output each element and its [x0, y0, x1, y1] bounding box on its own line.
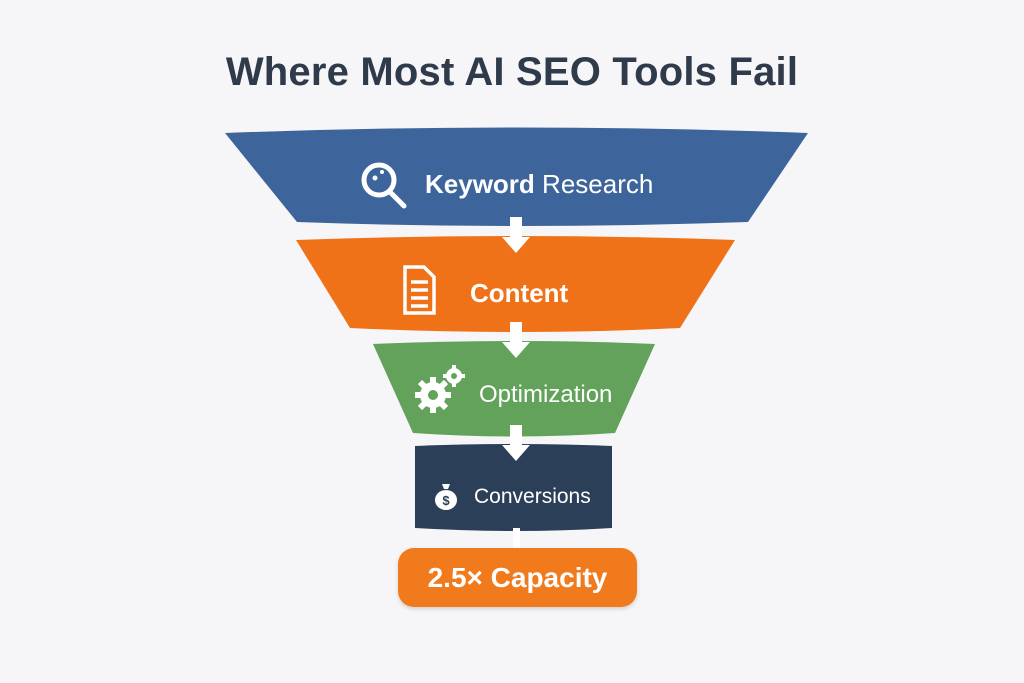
funnel-stage-keyword-research: [225, 127, 808, 226]
funnel-stage-optimization: [373, 341, 655, 437]
svg-text:$: $: [442, 493, 450, 508]
arrow-down-icon: [502, 322, 530, 358]
label-rest: Research: [534, 169, 654, 199]
document-icon: [403, 265, 436, 315]
stage-label-conversions: Conversions: [474, 485, 591, 509]
stage-label-optimization: Optimization: [479, 381, 612, 409]
capacity-badge: 2.5× Capacity: [398, 548, 637, 607]
arrow-down-icon: [502, 425, 530, 461]
label-bold: Content: [470, 278, 569, 308]
page-title: Where Most AI SEO Tools Fail: [225, 50, 799, 94]
label-bold: Keyword: [425, 169, 535, 199]
stage-label-keyword-research: Keyword Research: [425, 169, 653, 200]
arrow-down-icon: [502, 217, 530, 253]
label-rest: Conversions: [474, 485, 591, 508]
funnel-stage-conversions: [415, 444, 612, 531]
magnifier-icon: [361, 162, 407, 209]
money-bag-icon: $: [435, 484, 457, 510]
gears-icon: [415, 365, 465, 413]
flow-arrows: [502, 217, 530, 548]
label-rest: Optimization: [479, 381, 613, 408]
stage-label-content: Content: [470, 278, 568, 309]
connector: [513, 528, 520, 548]
